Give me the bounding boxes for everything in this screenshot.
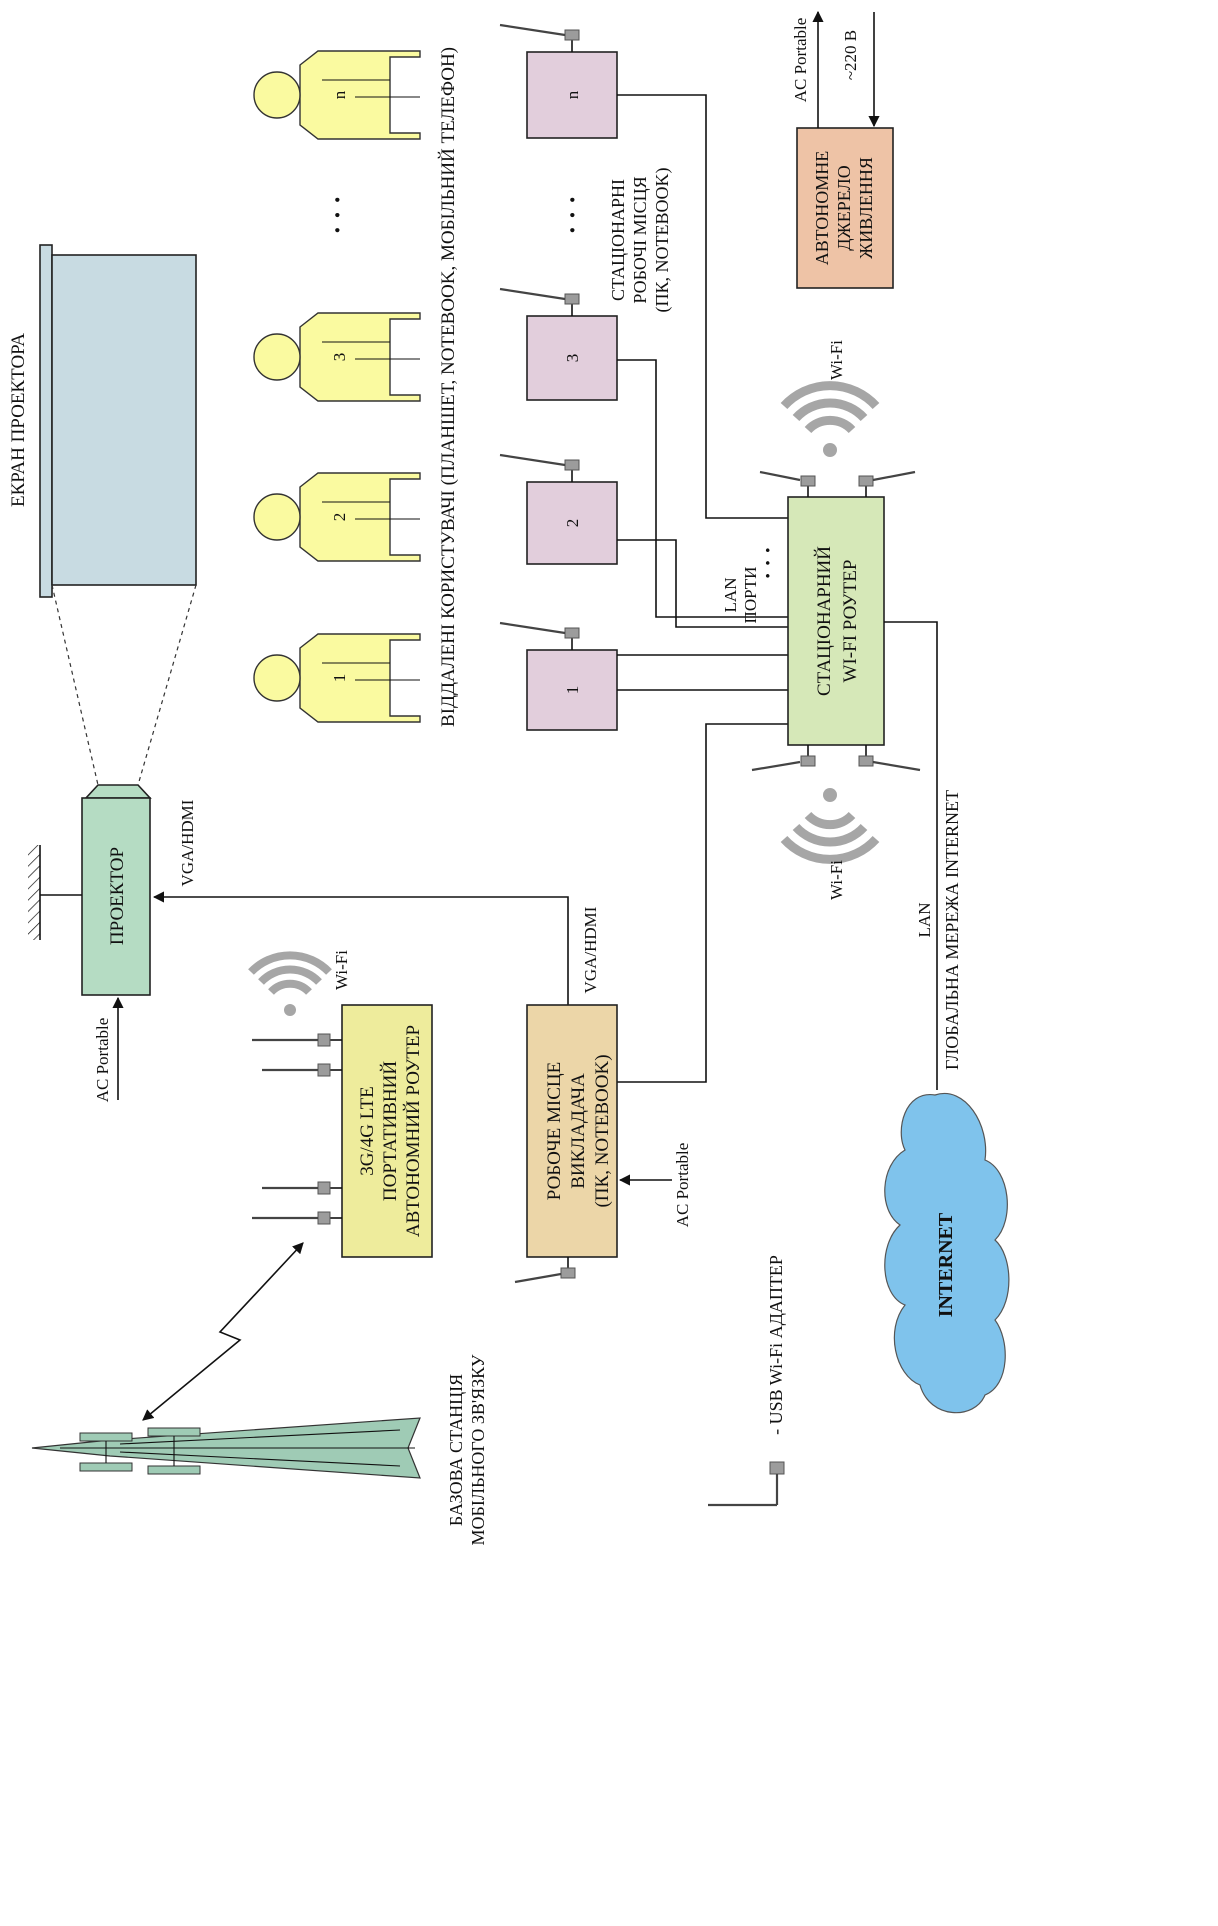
user-head — [253, 71, 301, 119]
stationary-workstations: 1 2 3 n — [499, 23, 618, 731]
user-body — [299, 312, 421, 402]
router-antennas — [751, 470, 921, 772]
usb-adapter-icon — [564, 459, 580, 471]
portable-label-line3: АВТОНОМНИЙ РОУТЕР — [403, 1025, 424, 1237]
wifi-signal-icon — [780, 381, 880, 457]
teacher-label-line2: ВИКЛАДАЧА — [568, 1073, 589, 1189]
base-station-label-line2: МОБІЛЬНОГО ЗВ'ЯЗКУ — [468, 1354, 488, 1545]
stations-caption-line1: СТАЦІОНАРНІ — [608, 179, 628, 301]
stationary-wifi-router: СТАЦІОНАРНИЙ WI-FI РОУТЕР — [787, 496, 885, 746]
usb-adapter-icon — [564, 293, 580, 305]
autonomous-power-source: АВТОНОМНЕ ДЖЕРЕЛО ЖИВЛЕННЯ — [796, 127, 894, 289]
power-label-line1: АВТОНОМНЕ — [812, 151, 832, 266]
user-body — [299, 50, 421, 140]
lan-label: LAN — [915, 903, 934, 938]
teacher-label-line1: РОБОЧЕ МІСЦЕ — [544, 1062, 565, 1200]
users-caption: ВІДДАЛЕНІ КОРИСТУВАЧІ (ПЛАНШЕТ, NOTEBOOK… — [438, 47, 459, 727]
teacher-label-line3: (ПК, NOTEBOOK) — [592, 1054, 613, 1207]
wall-mount — [28, 845, 82, 940]
vga-hdmi-link — [152, 891, 569, 1005]
portable-lte-router: 3G/4G LTE ПОРТАТИВНИЙ АВТОНОМНИЙ РОУТЕР — [341, 1004, 433, 1258]
projector: ПРОЕКТОР — [81, 784, 152, 996]
user-number: 2 — [330, 513, 349, 522]
power-label-line3: ЖИВЛЕННЯ — [856, 157, 876, 259]
lan-ports-dots: · · · — [755, 546, 780, 579]
antenna-whip — [499, 287, 566, 301]
vga-hdmi-top-label: VGA/HDMI — [178, 799, 197, 886]
mains-voltage-label: ~220 В — [841, 30, 860, 80]
teacher-workstation: РОБОЧЕ МІСЦЕ ВИКЛАДАЧА (ПК, NOTEBOOK) — [514, 1004, 618, 1284]
ac-portable-projector-label: AC Portable — [93, 1018, 112, 1103]
user-head — [253, 493, 301, 541]
lan-cables — [617, 94, 788, 1083]
stations-caption-line3: (ПК, NOTEBOOK) — [652, 168, 673, 313]
wifi-right-label: Wi-Fi — [827, 340, 846, 380]
router-internet-link — [884, 621, 938, 1090]
router-label-line1: СТАЦІОНАРНИЙ — [814, 546, 835, 696]
legend-usb-adapter: - USB Wi-Fi АДАПТЕР — [708, 1255, 786, 1507]
user-number: n — [330, 90, 349, 99]
antenna-whip — [499, 621, 566, 635]
vga-hdmi-bottom-label: VGA/HDMI — [581, 906, 600, 993]
user-number: 3 — [330, 353, 349, 362]
antenna-whip — [499, 453, 566, 467]
workstation-box — [526, 315, 618, 401]
workstation-number: 3 — [563, 354, 582, 363]
user-body — [299, 633, 421, 723]
usb-adapter-icon — [564, 627, 580, 639]
projector-label: ПРОЕКТОР — [107, 847, 128, 945]
stations-caption-line2: РОБОЧІ МІСЦЯ — [630, 176, 650, 303]
user-number: 1 — [330, 674, 349, 683]
workstation: 1 — [499, 621, 618, 731]
workstation: n — [499, 23, 618, 139]
stations-ellipsis: · · · — [558, 195, 587, 234]
lan-ports-label-2: ПОРТИ — [741, 567, 760, 624]
antenna-whip — [499, 23, 566, 37]
users-ellipsis: · · · — [323, 195, 352, 234]
remote-users: 1 2 3 n — [253, 50, 421, 723]
lan-ports-label-1: LAN — [721, 578, 740, 613]
wifi-left-label: Wi-Fi — [827, 860, 846, 900]
ac-portable-teacher-label: AC Portable — [673, 1143, 692, 1228]
user-head — [253, 654, 301, 702]
base-station-label-line1: БАЗОВА СТАНЦІЯ — [446, 1374, 466, 1526]
workstation-number: 2 — [563, 519, 582, 528]
user-figure: 2 — [253, 472, 421, 562]
user-body — [299, 472, 421, 562]
power-label-line2: ДЖЕРЕЛО — [834, 165, 854, 250]
workstation: 2 — [499, 453, 618, 565]
screen-label: ЕКРАН ПРОЕКТОРА — [8, 333, 29, 507]
portable-label-line2: ПОРТАТИВНИЙ — [380, 1061, 401, 1201]
portable-label-line1: 3G/4G LTE — [357, 1086, 378, 1176]
base-station-tower — [31, 1417, 421, 1479]
workstation: 3 — [499, 287, 618, 401]
user-figure: n — [253, 50, 421, 140]
projection-ray-right — [137, 584, 197, 786]
wifi-signal-icon — [248, 951, 332, 1016]
router-label-line2: WI-FI РОУТЕР — [840, 560, 861, 683]
ac-portable-power-label: AC Portable — [791, 18, 810, 103]
user-figure: 3 — [253, 312, 421, 402]
wifi-portable-label: Wi-Fi — [332, 950, 351, 990]
projection-ray-left — [51, 584, 99, 786]
workstation-number: 1 — [563, 686, 582, 695]
portable-router-antennas — [252, 1033, 342, 1225]
workstation-number: n — [563, 90, 582, 99]
legend-usb-label: - USB Wi-Fi АДАПТЕР — [766, 1255, 786, 1435]
wifi-signal-icon — [780, 788, 880, 864]
projector-screen: ЕКРАН ПРОЕКТОРА — [8, 244, 197, 598]
cellular-link — [142, 1242, 304, 1421]
global-network-label: ГЛОБАЛЬНА МЕРЕЖА INTERNET — [942, 790, 962, 1070]
user-head — [253, 333, 301, 381]
internet-cloud: INTERNET — [884, 1092, 1010, 1414]
usb-adapter-icon — [564, 29, 580, 41]
workstation-box — [526, 649, 618, 731]
user-figure: 1 — [253, 633, 421, 723]
internet-label: INTERNET — [935, 1212, 957, 1317]
